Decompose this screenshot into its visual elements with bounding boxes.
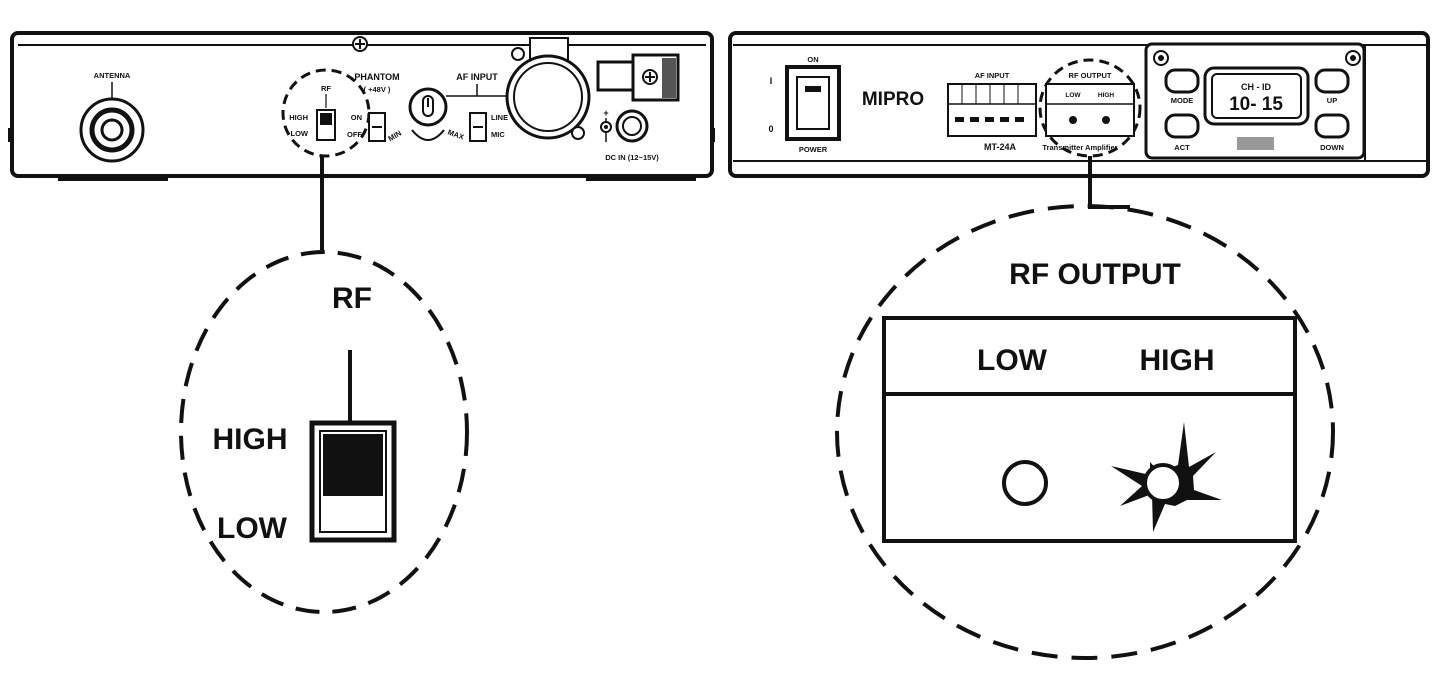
rf-switch-callout: RF HIGH LOW bbox=[179, 250, 469, 614]
callout-rf-output-low: LOW bbox=[977, 344, 1048, 377]
down-label: DOWN bbox=[1320, 143, 1344, 152]
switch-on-mark: I bbox=[770, 76, 773, 86]
callout-rf-output-title: RF OUTPUT bbox=[1009, 258, 1181, 291]
callout-rf-low: LOW bbox=[217, 512, 288, 545]
rear-panel: ANTENNA RF HIGH LOW PHANTOM ( +48V ) ON … bbox=[8, 31, 715, 181]
callout-rf-output-high: HIGH bbox=[1140, 344, 1215, 377]
phantom-off-label: OFF bbox=[347, 130, 362, 139]
callout-high-led-lit-icon bbox=[1111, 422, 1222, 532]
rf-high-label: HIGH bbox=[289, 113, 308, 122]
callout-low-led-off-icon bbox=[1002, 460, 1048, 506]
front-af-input-label: AF INPUT bbox=[975, 71, 1010, 80]
up-button[interactable] bbox=[1314, 68, 1350, 94]
antenna-label: ANTENNA bbox=[94, 71, 131, 80]
mode-button[interactable] bbox=[1164, 68, 1200, 94]
on-label: ON bbox=[807, 55, 818, 64]
display-value: 10- 15 bbox=[1229, 94, 1283, 115]
af-level-meter bbox=[947, 83, 1037, 137]
phantom-slide-switch[interactable] bbox=[368, 112, 386, 142]
display-header: CH - ID bbox=[1241, 82, 1271, 92]
act-button[interactable] bbox=[1164, 113, 1200, 139]
front-rf-high-label: HIGH bbox=[1098, 92, 1115, 99]
cable-clip-icon bbox=[596, 53, 680, 102]
dc-polarity-label: + bbox=[603, 108, 608, 118]
dc-jack-icon[interactable] bbox=[615, 109, 649, 143]
dc-in-label: DC IN (12~15V) bbox=[605, 153, 659, 162]
mode-label: MODE bbox=[1171, 96, 1194, 105]
rf-switch-enlarged bbox=[309, 420, 397, 543]
front-panel: ON I 0 POWER MIPRO AF INPUT RF OU bbox=[728, 31, 1430, 178]
phantom-on-label: ON bbox=[351, 113, 362, 122]
rf-output-highlight bbox=[1038, 58, 1142, 158]
antenna-connector-icon[interactable] bbox=[79, 97, 145, 163]
af-mic-label: MIC bbox=[491, 130, 505, 139]
rf-low-led bbox=[1069, 116, 1077, 124]
front-rf-output-label: RF OUTPUT bbox=[1069, 71, 1112, 80]
af-line-label: LINE bbox=[491, 113, 508, 122]
af-input-slide-switch[interactable] bbox=[469, 112, 487, 142]
front-rf-low-label: LOW bbox=[1065, 92, 1081, 99]
phantom-label: PHANTOM bbox=[354, 72, 399, 82]
rf-slide-switch[interactable] bbox=[316, 109, 336, 141]
lcd-display bbox=[1203, 66, 1310, 126]
callout-rf-title: RF bbox=[332, 282, 372, 315]
phantom-voltage-label: ( +48V ) bbox=[364, 85, 391, 94]
act-label: ACT bbox=[1174, 143, 1190, 152]
gain-knob[interactable] bbox=[408, 87, 448, 127]
screw-icon bbox=[352, 36, 368, 52]
power-switch[interactable] bbox=[785, 65, 841, 141]
model-label: MT-24A bbox=[984, 142, 1017, 152]
rf-high-led bbox=[1102, 116, 1110, 124]
af-input-label: AF INPUT bbox=[456, 72, 498, 82]
rf-output-callout: RF OUTPUT LOW HIGH bbox=[835, 204, 1335, 660]
down-button[interactable] bbox=[1314, 113, 1350, 139]
callout-rf-high: HIGH bbox=[213, 423, 288, 456]
brand-logo: MIPRO bbox=[862, 89, 924, 110]
ir-window bbox=[1237, 137, 1274, 150]
switch-off-mark: 0 bbox=[768, 124, 773, 134]
rf-label: RF bbox=[321, 84, 331, 93]
xlr-connector-icon[interactable] bbox=[505, 37, 591, 140]
rf-low-label: LOW bbox=[291, 129, 309, 138]
dc-polarity-icon bbox=[600, 118, 612, 142]
control-panel: MODE ACT UP DOWN CH - ID 10- 15 bbox=[1144, 42, 1366, 160]
model-desc-label: Transmitter Amplifier bbox=[1042, 143, 1117, 152]
up-label: UP bbox=[1327, 96, 1337, 105]
power-label: POWER bbox=[799, 145, 828, 154]
